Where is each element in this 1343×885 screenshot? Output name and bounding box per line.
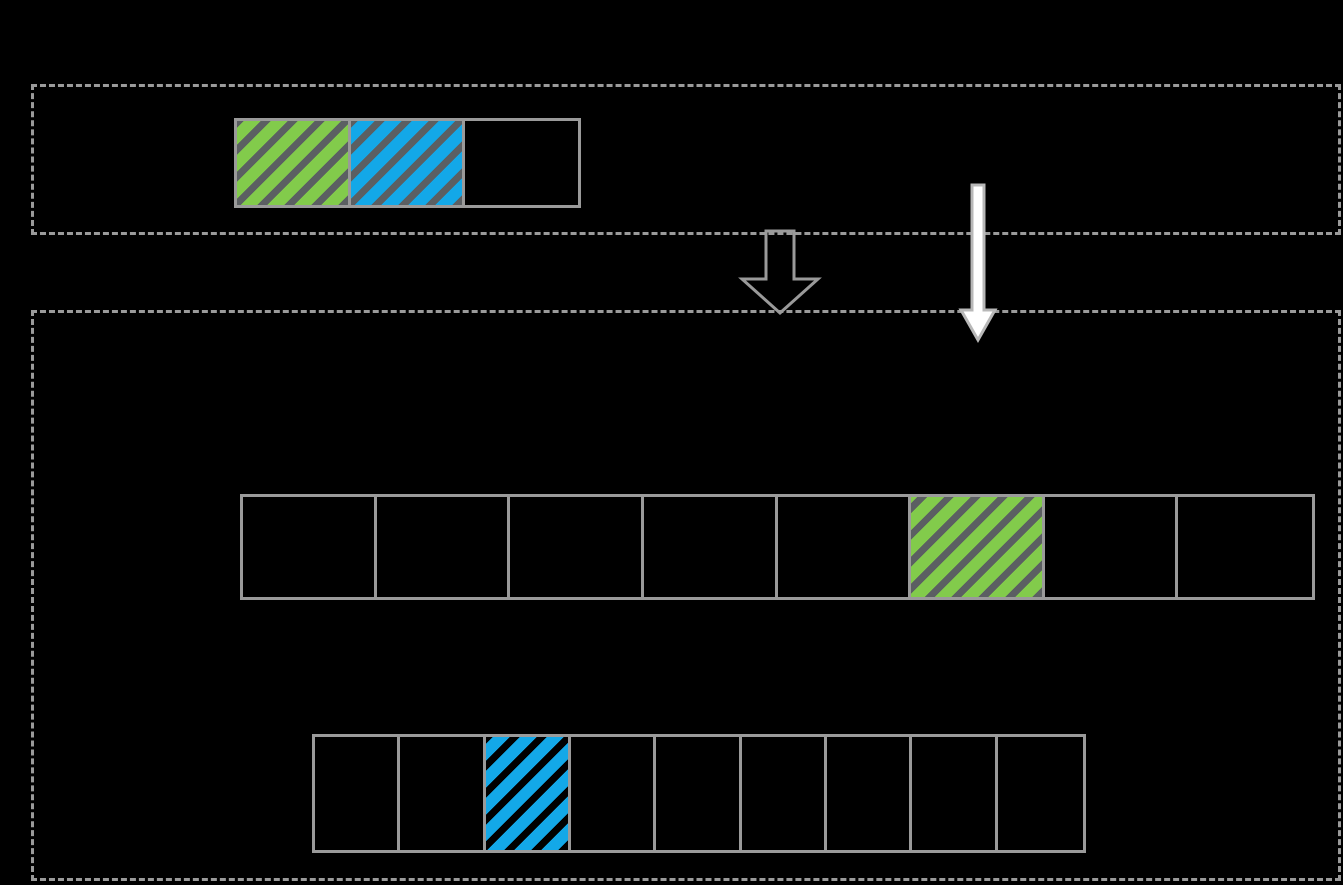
- source-cell-row: [234, 118, 581, 208]
- source-cell-0[interactable]: [237, 121, 351, 205]
- source-cell-1[interactable]: [351, 121, 465, 205]
- down-arrow-hollow-icon: [738, 229, 822, 316]
- target-region: [31, 310, 1341, 881]
- bucket-a-cell-2[interactable]: [510, 497, 644, 597]
- bucket-a-cell-5[interactable]: [911, 497, 1045, 597]
- bucket-b-cell-6[interactable]: [827, 737, 913, 850]
- bucket-b-cell-2[interactable]: [485, 737, 571, 850]
- bucket-a-cell-0[interactable]: [243, 497, 377, 597]
- source-cell-2[interactable]: [465, 121, 578, 205]
- bucket-a-cell-1[interactable]: [377, 497, 511, 597]
- bucket-b-cell-8[interactable]: [998, 737, 1083, 850]
- bucket-b-cell-3[interactable]: [571, 737, 657, 850]
- bucket-row-b: [312, 734, 1086, 853]
- bucket-a-cell-3[interactable]: [644, 497, 778, 597]
- bucket-b-cell-0[interactable]: [315, 737, 401, 850]
- source-region: [31, 84, 1341, 235]
- down-arrow-solid-icon: [958, 183, 998, 344]
- bucket-b-cell-4[interactable]: [656, 737, 742, 850]
- bucket-a-cell-6[interactable]: [1045, 497, 1179, 597]
- bucket-b-cell-1[interactable]: [400, 737, 486, 850]
- bucket-a-cell-7[interactable]: [1178, 497, 1312, 597]
- bucket-b-cell-5[interactable]: [742, 737, 827, 850]
- bucket-b-cell-7[interactable]: [912, 737, 998, 850]
- bucket-row-a: [240, 494, 1315, 600]
- bucket-a-cell-4[interactable]: [778, 497, 912, 597]
